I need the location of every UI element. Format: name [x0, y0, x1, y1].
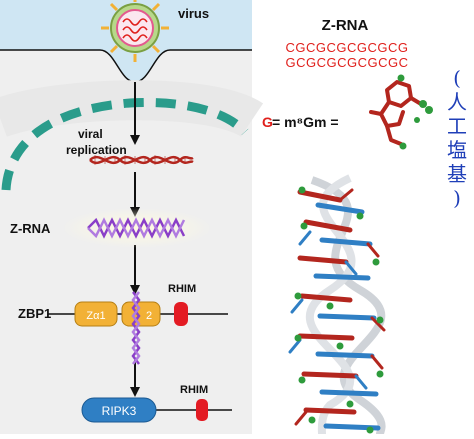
side-note-char: 人 — [447, 90, 467, 114]
ripk3-kinase-domain — [81, 397, 157, 423]
zrna-glow — [62, 208, 212, 248]
rhim-label-top: RHIM — [168, 283, 196, 295]
za2-domain — [121, 301, 161, 327]
replication-label-line2: replication — [66, 143, 127, 157]
rhim-domain-ripk3 — [196, 399, 208, 421]
replication-label-line1: viral — [78, 127, 103, 141]
ripk3-protein: RIPK3 — [81, 397, 232, 423]
nuclear-membrane — [1, 98, 249, 191]
virus-particle — [101, 0, 169, 62]
side-note-char: ( — [453, 66, 461, 90]
z-rna-3d-helix — [288, 174, 386, 435]
zrna-label: Z-RNA — [10, 221, 51, 236]
sequence-line-1: CGCGCGCGCGCG — [286, 40, 409, 55]
m8gm-structure — [369, 74, 433, 150]
side-note-char: 基 — [447, 162, 467, 186]
a-rna-duplex — [89, 155, 194, 165]
za1-domain — [74, 301, 118, 327]
ripk3-label: RIPK3 — [102, 404, 137, 418]
za1-label: Zα1 — [86, 310, 105, 322]
side-annotation: ( 人 工 塩 基 ) — [445, 66, 469, 210]
bound-z-rna — [131, 291, 141, 365]
z-rna-helix — [87, 217, 186, 239]
sequence-line-2: GCGCGCGCGCGC — [286, 55, 409, 70]
right-title: Z-RNA — [322, 17, 369, 34]
legend-text: = m⁸Gm = — [272, 114, 339, 130]
legend-symbol: G — [262, 114, 273, 130]
side-note-char: 塩 — [447, 138, 467, 162]
za2-label: 2 — [146, 310, 152, 322]
virus-label: virus — [178, 6, 209, 21]
side-note-char: 工 — [447, 114, 467, 138]
rhim-label-bottom: RHIM — [180, 384, 208, 396]
side-note-char: ) — [453, 186, 461, 210]
rhim-domain-zbp1 — [174, 302, 188, 326]
zbp1-protein: Zα1 2 — [48, 301, 228, 327]
zbp1-label: ZBP1 — [18, 306, 51, 321]
